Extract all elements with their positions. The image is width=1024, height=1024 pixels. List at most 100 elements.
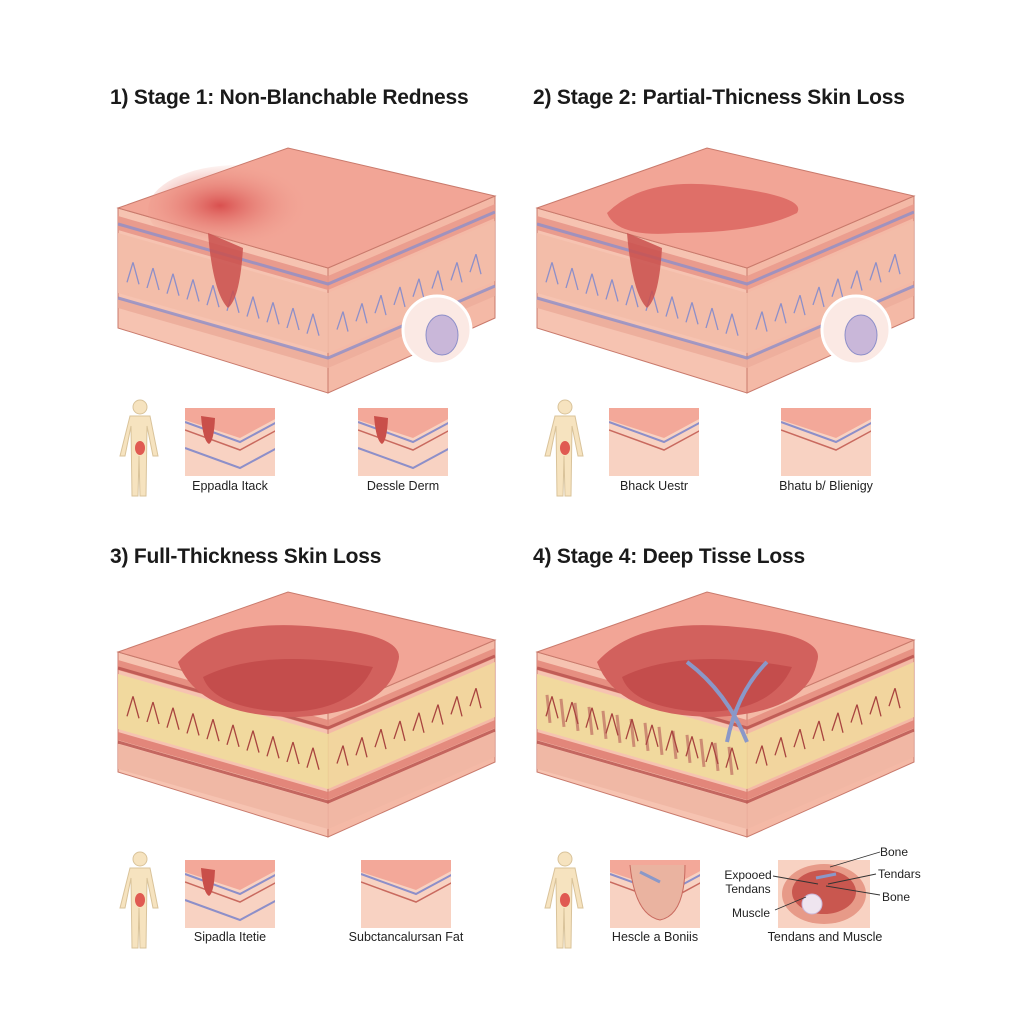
muscle-fiber (559, 698, 566, 728)
vessel-branch (412, 712, 425, 733)
ulcer-base (622, 659, 792, 712)
head (557, 851, 573, 867)
vessel-branch (431, 270, 444, 291)
vessel-branch (793, 294, 806, 316)
exposed-tendon (685, 660, 749, 743)
pressure-site-marker (560, 441, 570, 455)
vessel-branch (888, 253, 901, 275)
vessel-branch (812, 286, 825, 308)
thumb-layer (185, 429, 275, 451)
thumb-top (358, 408, 448, 438)
vessel-branch (306, 313, 320, 336)
torso (544, 415, 584, 497)
blood-vessel (536, 728, 915, 804)
tissue-layer (747, 720, 914, 800)
thumb-layer (358, 447, 448, 470)
bone-exposed (815, 872, 837, 880)
tissue-layer (118, 744, 328, 829)
vessel-branch (725, 313, 739, 336)
vessel-branch (869, 262, 882, 283)
head (132, 851, 148, 867)
vessel-branch (126, 262, 140, 285)
tissue-layer (537, 298, 747, 368)
stage-2-skin-block-illustration (535, 147, 916, 394)
vessel-branch (812, 720, 825, 742)
thumb-crater (629, 864, 686, 921)
vessel-branch (355, 737, 368, 758)
vessel-branch (888, 687, 901, 709)
thumbnail-subcutaneous-fat (361, 860, 451, 928)
vessel-branch (226, 724, 240, 748)
vessel-branch (469, 687, 482, 709)
vessel-branch (793, 728, 806, 750)
thumb-layer (358, 429, 448, 451)
thumb-tendon (639, 870, 661, 884)
muscle-fiber (699, 738, 706, 768)
vessel-branch (431, 704, 444, 725)
thumbnail-caption: Tendans and Muscle (767, 930, 883, 944)
vessel-branch (774, 303, 787, 324)
blood-vessel (117, 654, 496, 730)
thumb-top (185, 408, 275, 438)
thumb-layer (185, 881, 275, 903)
tissue-layer (537, 744, 747, 829)
torso (119, 415, 159, 497)
vessel-branch (286, 741, 300, 765)
vessel-branch (186, 713, 200, 736)
callout-bone-top: Bone (880, 845, 909, 859)
vessel-branch (625, 718, 639, 742)
blister-area (607, 183, 799, 234)
vessel-branch (685, 736, 699, 759)
thumbnail-epidermis (185, 408, 275, 476)
thumb-layer (185, 447, 275, 470)
vessel-branch (306, 747, 320, 770)
thumb-top (781, 408, 871, 438)
torso (119, 867, 159, 949)
panel-3-title: 3) Full-Thickness Skin Loss (110, 545, 382, 568)
tissue-layer (537, 674, 747, 789)
panel-2-title: 2) Stage 2: Partial-Thicness Skin Loss (533, 86, 905, 109)
thumbnail-caption: Bhatu b/ Blienigy (779, 479, 873, 493)
stage-4-skin-block-illustration (535, 591, 916, 838)
vessel-branch (286, 307, 300, 331)
muscle-exposed (801, 893, 823, 915)
tissue-fold (627, 233, 662, 308)
thumb-layer (609, 421, 699, 444)
vessel-branch (126, 696, 140, 719)
pressure-site-marker (135, 441, 145, 455)
blister-icon (844, 314, 878, 356)
thumbnail-caption: Dessle Derm (366, 479, 440, 493)
redness-area (148, 165, 328, 255)
blister-icon (425, 314, 459, 356)
thumb-layer (185, 899, 275, 922)
vessel-branch (755, 311, 768, 332)
thumb-top (361, 860, 451, 890)
body-figure-icon (119, 399, 159, 497)
stage-3-skin-block-illustration (116, 591, 497, 838)
thumbnail-caption: Eppadla Itack (192, 479, 268, 493)
tissue-layer (328, 221, 495, 353)
blood-vessel (536, 210, 915, 286)
thumbnail-caption: Hescle a Boniis (611, 930, 699, 944)
vessel-branch (450, 262, 463, 283)
tissue-layer (537, 732, 747, 800)
pressure-site-marker (560, 893, 570, 907)
thumbnail-tendons-muscle (778, 860, 870, 928)
vessel-branch (755, 745, 768, 766)
body-figure-icon (119, 851, 159, 949)
vessel-branch (665, 730, 679, 753)
tissue-layer (118, 298, 328, 368)
body-figure-icon (544, 399, 584, 497)
muscle-fiber (629, 718, 636, 748)
vessel-branch (545, 696, 559, 719)
vessel-branch (166, 273, 180, 296)
tissue-layer (118, 732, 328, 800)
thumb-fold (201, 416, 215, 444)
thumbnail-dermis (358, 408, 448, 476)
muscle-fiber (657, 726, 664, 756)
vessel-branch (705, 741, 719, 765)
vessel-branch (665, 296, 679, 319)
tissue-layer (328, 732, 495, 829)
vessel-branch (336, 311, 349, 332)
callout-bone-right: Bone (882, 890, 911, 904)
